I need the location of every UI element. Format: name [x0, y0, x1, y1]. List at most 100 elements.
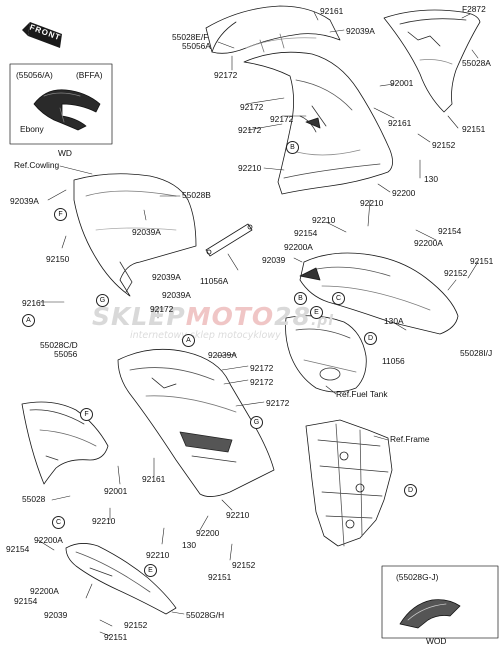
upper-cowl-part [205, 5, 341, 54]
inset-wod-code: (55028G-J) [396, 572, 439, 582]
watermark-tagline: internetowy sklep motocyklowy [130, 330, 281, 341]
side-cowl-part [73, 173, 197, 297]
inset-wd-caption: WD [58, 148, 72, 158]
part-label-92001: 92001 [104, 486, 128, 496]
part-label-92039: 92039 [44, 610, 68, 620]
callout-circle: A [22, 314, 35, 327]
middle-fairing-part [117, 348, 275, 497]
callout-circle: A [182, 334, 195, 347]
part-label-92200a: 92200A [34, 535, 63, 545]
callout-circle: G [250, 416, 263, 429]
ref-frame-label: Ref.Frame [390, 434, 430, 444]
part-label-55028ef: 55028E/F [172, 32, 209, 42]
part-label-92200: 92200 [196, 528, 220, 538]
upper-side-panel-part [383, 9, 481, 113]
part-label-92172: 92172 [238, 125, 262, 135]
frame-part [305, 419, 393, 547]
part-label-130a: 130A [384, 316, 404, 326]
part-label-55056: 55056 [54, 349, 78, 359]
inner-fairing-part [243, 51, 393, 195]
part-label-92001: 92001 [390, 78, 414, 88]
leader-lines [37, 11, 479, 637]
part-label-92039a: 92039A [208, 350, 237, 360]
part-label-92210: 92210 [92, 516, 116, 526]
diagram-code: F2872 [462, 4, 486, 14]
part-label-92039: 92039 [262, 255, 286, 265]
watermark-brand-a: SKLEP [92, 302, 186, 331]
part-label-130: 130 [424, 174, 438, 184]
part-label-92172: 92172 [266, 398, 290, 408]
callout-circle: D [404, 484, 417, 497]
part-label-92150: 92150 [46, 254, 70, 264]
lower-left-panel-part [21, 401, 109, 485]
callout-circle: E [144, 564, 157, 577]
part-label-92161: 92161 [320, 6, 344, 16]
callout-circle: F [80, 408, 93, 421]
part-label-55028b: 55028B [182, 190, 211, 200]
part-label-92210: 92210 [226, 510, 250, 520]
part-label-92152: 92152 [444, 268, 468, 278]
callout-circle: F [54, 208, 67, 221]
part-label-92152: 92152 [124, 620, 148, 630]
part-label-92200a: 92200A [284, 242, 313, 252]
part-label-92152: 92152 [432, 140, 456, 150]
part-label-92151: 92151 [208, 572, 232, 582]
part-label-92039a: 92039A [132, 227, 161, 237]
part-label-92161: 92161 [142, 474, 166, 484]
right-side-cowl-part [299, 252, 459, 335]
part-label-92172: 92172 [250, 363, 274, 373]
part-label-55028ij: 55028I/J [460, 348, 493, 358]
part-label-55028: 55028 [22, 494, 46, 504]
part-label-92200a: 92200A [414, 238, 443, 248]
belly-pan-part [65, 543, 177, 615]
part-label-92172: 92172 [270, 114, 294, 124]
inset-wd-code: (55056/A) [16, 70, 53, 80]
callout-circle: B [286, 141, 299, 154]
part-label-55028cd: 55028C/D [40, 340, 78, 350]
watermark-brand: SKLEPMOTO28.pl [92, 302, 334, 331]
callout-circle: E [310, 306, 323, 319]
part-label-92039a: 92039A [346, 26, 375, 36]
inset-fairing-wd-part [33, 89, 101, 131]
part-label-55056a: 55056A [182, 41, 211, 51]
part-label-92172: 92172 [150, 304, 174, 314]
part-label-92154: 92154 [294, 228, 318, 238]
part-label-92172: 92172 [240, 102, 264, 112]
part-label-92152: 92152 [232, 560, 256, 570]
front-arrow-icon [22, 22, 62, 48]
part-label-11056: 11056 [382, 356, 405, 366]
part-label-92154: 92154 [14, 596, 38, 606]
part-label-130: 130 [182, 540, 196, 550]
inset-belly-pan-wod-part [399, 599, 461, 629]
part-label-92200: 92200 [392, 188, 416, 198]
inset-box-wod [381, 565, 499, 639]
part-label-92039a: 92039A [10, 196, 39, 206]
part-label-92172: 92172 [250, 377, 274, 387]
part-label-92154: 92154 [438, 226, 462, 236]
ref-fuel-tank-label: Ref.Fuel Tank [336, 389, 388, 399]
part-label-92151: 92151 [470, 256, 494, 266]
part-label-92172: 92172 [214, 70, 238, 80]
part-label-55028gh: 55028G/H [186, 610, 225, 620]
watermark-brand-b: MOTO [185, 302, 275, 331]
watermark-brand-c: 28 [274, 302, 311, 331]
part-label-92210: 92210 [146, 550, 170, 560]
part-label-92151: 92151 [104, 632, 128, 642]
part-label-92210: 92210 [312, 215, 336, 225]
part-label-11056a: 11056A [200, 276, 229, 286]
part-label-55028a: 55028A [462, 58, 491, 68]
part-label-92151: 92151 [462, 124, 486, 134]
part-label-92200a: 92200A [30, 586, 59, 596]
part-label-92210: 92210 [238, 163, 262, 173]
part-label-92210: 92210 [360, 198, 384, 208]
callout-circle: C [52, 516, 65, 529]
inset-wd-color: Ebony [20, 124, 44, 134]
callout-circle: G [96, 294, 109, 307]
part-label-92161: 92161 [22, 298, 46, 308]
callout-circle: C [332, 292, 345, 305]
bracket-rod-part [205, 223, 253, 257]
inset-wod-caption: WOD [426, 636, 447, 646]
callout-circle: B [294, 292, 307, 305]
